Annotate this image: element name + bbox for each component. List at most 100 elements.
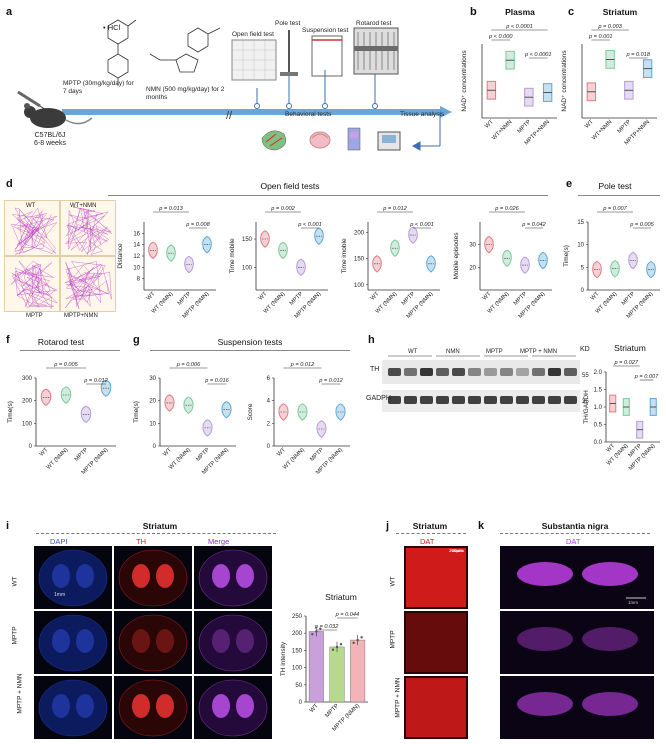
panel-label-b: b [470,6,477,18]
rotarod-test-label: Rotarod test [356,20,392,27]
panel-label-d: d [6,178,13,190]
blot-kd-label: KD [580,346,590,353]
blot-group-nmn: NMN [446,349,460,355]
row-wt: WT [11,576,19,587]
x-tick-label: MPTP [309,447,325,463]
x-tick-label: MPTP [177,291,193,307]
y-tick-label: 14 [133,243,140,249]
pvalue-label: p < 0.000 [488,34,513,40]
brain-section-grid [34,546,272,739]
brain-outline [118,614,188,672]
col-merge: Merge [208,537,230,546]
y-tick-label: 30 [149,376,156,382]
blot-gapdh-band [548,396,561,404]
blot-th-band [500,368,513,376]
y-axis-label: Time(s) [563,245,570,267]
x-tick-label: MPTP [74,447,90,463]
striatum-right [236,694,254,718]
blot-th-band [468,368,481,376]
y-tick-label: 200 [22,399,33,405]
blot-kd-55: 55 [582,373,589,379]
pvalue-label: p = 0.005 [629,222,654,228]
x-tick-label: MPTP [195,447,211,463]
striatum-left [132,564,150,588]
mouse-icon [24,103,93,128]
data-point [335,645,339,649]
panel-i-title: Striatum [142,521,178,531]
brain-outline [118,679,188,737]
y-tick-label: 100 [354,283,365,289]
sn-right [582,692,638,716]
y-tick-label: 0.5 [594,423,603,429]
panel-e-title: Pole test [598,181,632,191]
y-tick-label: 30 [469,243,476,249]
track-path [10,207,58,255]
tissue-analysis-icons [261,127,401,151]
blot-gapdh-band [388,396,401,404]
x-tick-label: WT [584,119,595,130]
panel-g-title: Suspension tests [217,337,283,347]
x-tick-label: WT [146,291,157,302]
blot-gapdh-band [452,396,465,404]
y-tick-label: 150 [354,257,365,263]
pvalue-label: p = 0.044 [335,612,359,618]
y-axis-label: Time mobile [229,238,236,274]
data-point [311,633,314,636]
mouse-strain: C57BL/6J [34,132,66,139]
panel-f-title: Rotarod test [37,337,85,347]
y-axis-label: TH/GAPDH [583,390,590,424]
y-tick-label: 10 [133,265,140,271]
y-tick-label: 300 [22,376,33,382]
blot-th-band [484,368,497,376]
panel-k-col-dat: DAT [566,537,581,546]
mptp-structure-icon [107,19,137,86]
striatum-left [212,564,230,588]
blot-group-wt: WT [408,349,418,355]
striatum-left [212,629,230,653]
y-tick-label: 6 [267,376,271,382]
y-tick-label: 2 [267,421,271,427]
mptp-hcl: • HCl [103,23,121,32]
x-tick-label: WT [606,443,617,454]
track-path [64,206,112,255]
y-axis-label: NAD⁺ concentrations [461,50,468,112]
blot-gapdh-band [516,396,529,404]
blot-gapdh-band [436,396,449,404]
tissue-analysis-label: Tissue analysis [400,111,445,118]
pvalue-label: p = 0.012 [382,206,407,212]
dat-tile [404,611,468,674]
bar-mark [350,639,366,703]
blot-row-gapdh: GADPH [366,395,391,402]
y-tick-label: 2.0 [594,370,603,376]
y-tick-label: 250 [292,614,303,620]
striatum-right [156,564,174,588]
mptp-dose-label: MPTP (30mg/kg/day) for 7 days [63,80,134,95]
striatum-left [52,564,70,588]
dat-signal [406,613,466,672]
mouse-age: 6-8 weeks [34,140,66,147]
blot-th-band [564,368,577,376]
striatum-right [236,629,254,653]
x-tick-label: WT+NMN [591,119,613,141]
data-point [339,643,343,646]
y-tick-label: 20 [469,265,476,271]
y-axis-label: Mobile episodes [453,232,460,280]
data-point [352,641,355,645]
x-tick-label: WT [370,291,381,302]
pvalue-label: p = 0.007 [634,374,659,380]
behavioral-tests-label: Behavioral tests [285,111,332,118]
data-point [356,638,359,642]
y-tick-label: 0 [581,288,585,294]
col-dapi: DAPI [50,537,68,546]
track-path [64,261,112,309]
x-tick-label: MPTP [401,291,417,307]
panel-label-h: h [368,334,375,346]
blot-row-th: TH [370,366,380,373]
striatum-right [76,694,94,718]
